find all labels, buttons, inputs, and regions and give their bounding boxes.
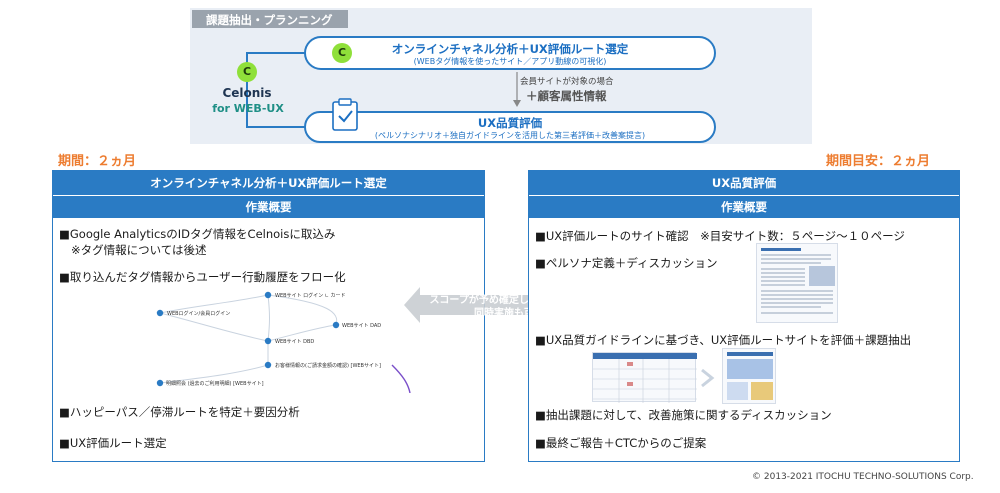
clipboard-icon: [332, 98, 358, 131]
copyright: © 2013-2021 ITOCHU TECHNO-SOLUTIONS Corp…: [752, 472, 974, 482]
report-page-thumbnail: [722, 348, 776, 404]
right-item-1: ■UX評価ルートのサイト確認 ※目安サイト数：５ページ～１０ページ: [535, 229, 905, 243]
left-box-header: オンラインチャネル分析＋UX評価ルート選定: [53, 171, 484, 195]
flow-label: WEBサイト ログイン ∟ カード: [275, 292, 346, 299]
flow-node: [264, 361, 272, 369]
flow-node: [156, 379, 164, 387]
flow-node: [332, 321, 340, 329]
right-work-box: UX品質評価 作業概要 ■UX評価ルートのサイト確認 ※目安サイト数：５ページ～…: [528, 170, 960, 462]
step2-subtitle: (ペルソナシナリオ＋独自ガイドラインを活用した第三者評価＋改善案提言): [374, 131, 646, 140]
down-arrow-icon: [513, 72, 521, 107]
step1-pill: C オンラインチャネル分析＋UX評価ルート選定 (WEBタグ情報を使ったサイト／…: [304, 36, 716, 70]
flow-node: [264, 337, 272, 345]
tool-subtitle: for WEB-UX: [212, 102, 284, 115]
evaluation-table-thumbnail: [592, 352, 697, 403]
flow-label: お客様情報の(ご請求金額の確認) [WEBサイト]: [275, 362, 381, 369]
step1-title: オンラインチャネル分析＋UX評価ルート選定: [391, 42, 629, 56]
middle-note: 会員サイトが対象の場合: [520, 77, 614, 87]
period-left: 期間：２ヵ月: [58, 154, 137, 169]
flow-node: [156, 309, 164, 317]
left-item-note: ※タグ情報については後述: [71, 243, 207, 257]
step2-title: UX品質評価: [477, 116, 543, 130]
middle-plus: ＋顧客属性情報: [526, 89, 607, 103]
celonis-logo-icon: C: [237, 62, 257, 82]
left-work-box: オンラインチャネル分析＋UX評価ルート選定 作業概要 ■Google Analy…: [52, 170, 485, 462]
right-item-2: ■ペルソナ定義＋ディスカッション: [535, 256, 718, 270]
flow-label: WEBサイト DAD: [342, 323, 381, 329]
right-item-3: ■UX品質ガイドラインに基づき、UX評価ルートサイトを評価＋課題抽出: [535, 333, 912, 347]
tool-name: Celonis: [222, 86, 272, 100]
planning-title: 課題抽出・プランニング: [192, 10, 348, 28]
left-item-1: ■Google AnalyticsのIDタグ情報をCelnoisに取込み: [59, 227, 336, 241]
right-item-5: ■最終ご報告＋CTCからのご提案: [535, 436, 707, 450]
step2-pill: UX品質評価 (ペルソナシナリオ＋独自ガイドラインを活用した第三者評価＋改善案提…: [304, 98, 716, 143]
left-item-2: ■取り込んだタグ情報からユーザー行動履歴をフロー化: [59, 270, 346, 284]
right-box-header: UX品質評価: [529, 171, 959, 195]
right-item-4: ■抽出課題に対して、改善施策に関するディスカッション: [535, 408, 832, 422]
step1-subtitle: (WEBタグ情報を使ったサイト／アプリ動線の可視化): [413, 57, 607, 66]
flow-label: 明細照会 (過去のご利用明細) [WEBサイト]: [166, 380, 264, 387]
left-box-subheader: 作業概要: [53, 196, 484, 218]
scope-note-line2: 同時実施も可: [474, 306, 534, 319]
flow-label: WEBサイト DBD: [275, 339, 314, 345]
period-right: 期間目安：２ヵ月: [826, 154, 931, 169]
right-box-subheader: 作業概要: [529, 196, 959, 218]
connector-top: [246, 52, 306, 54]
chevron-right-icon: [701, 368, 715, 388]
left-item-3: ■ハッピーパス／停滞ルートを特定＋要因分析: [59, 405, 300, 419]
flow-node: [264, 291, 272, 299]
celonis-badge-icon: C: [332, 43, 352, 63]
persona-document-thumbnail: [756, 243, 838, 323]
user-flow-diagram: WEBログイン/会員ログイン WEBサイト ログイン ∟ カード WEBサイト …: [156, 291, 411, 393]
left-item-4: ■UX評価ルート選定: [59, 436, 167, 450]
connector-bottom: [246, 126, 306, 128]
connector-line: [246, 52, 248, 126]
flow-label: WEBログイン/会員ログイン: [167, 310, 230, 317]
